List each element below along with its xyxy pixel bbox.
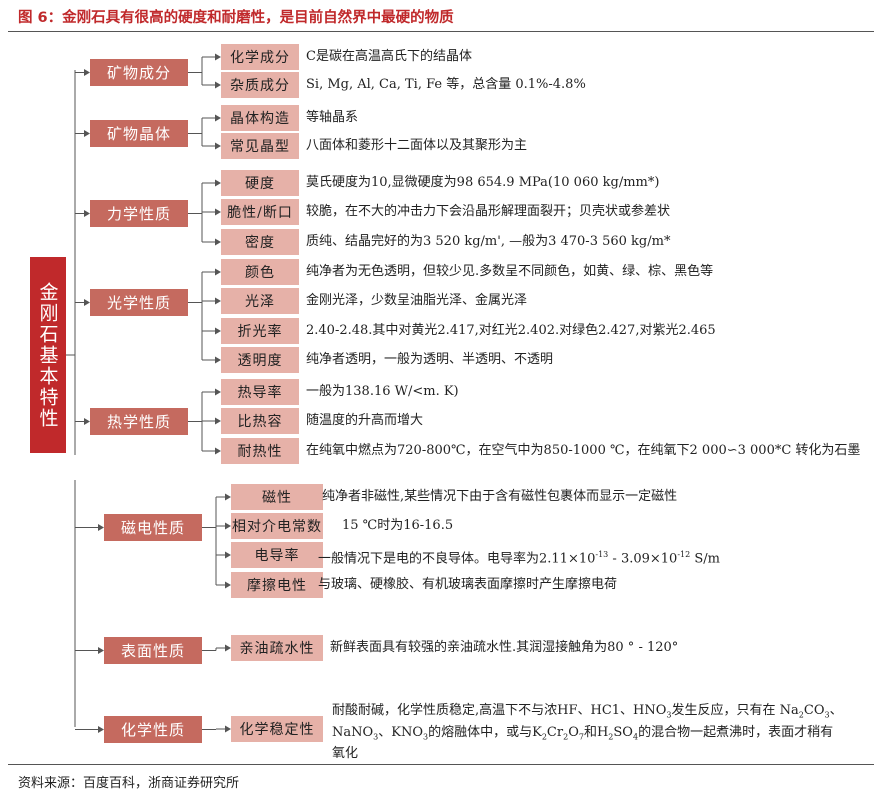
arrow-head — [98, 726, 104, 733]
category-node: 表面性质 — [104, 637, 202, 664]
arrow-head — [215, 53, 221, 61]
property-description: 质纯、结晶完好的为3 520 kg/m', —般为3 470-3 560 kg/… — [306, 234, 671, 249]
property-node: 晶体构造 — [221, 105, 299, 131]
property-description: 随温度的升高而增大 — [306, 413, 424, 428]
property-node: 密度 — [221, 229, 299, 255]
category-node: 化学性质 — [104, 716, 202, 743]
property-node: 硬度 — [221, 170, 299, 196]
property-node: 摩擦电性 — [231, 572, 323, 598]
figure-title: 图 6：金刚石具有很高的硬度和耐磨性，是目前自然界中最硬的物质 — [18, 10, 454, 26]
arrow-head — [215, 356, 221, 364]
arrow-head — [98, 647, 104, 654]
arrow-head — [225, 493, 231, 501]
property-node: 折光率 — [221, 318, 299, 344]
arrow-head — [225, 581, 231, 589]
arrow-head — [225, 644, 231, 652]
category-node: 磁电性质 — [104, 514, 202, 541]
property-node: 化学成分 — [221, 44, 299, 70]
property-description: 与玻璃、硬橡胶、有机玻璃表面摩擦时产生摩擦电荷 — [318, 577, 618, 592]
property-node: 比热容 — [221, 408, 299, 434]
property-node: 相对介电常数 — [231, 513, 323, 539]
root-node: 金刚石基本特性 — [30, 257, 66, 453]
property-description: 15 ℃时为16-16.5 — [342, 518, 454, 533]
arrow-head — [215, 238, 221, 246]
property-node: 常见晶型 — [221, 133, 299, 159]
property-node: 光泽 — [221, 288, 299, 314]
property-description: 八面体和菱形十二面体以及其聚形为主 — [306, 138, 528, 153]
property-description: 一般情况下是电的不良导体。电导率为2.11×10-13 - 3.09×10-12… — [318, 550, 720, 567]
property-node: 热导率 — [221, 379, 299, 405]
property-node: 透明度 — [221, 347, 299, 373]
property-description: 耐酸耐碱，化学性质稳定,高温下不与浓HF、HC1、HNO3发生反应，只有在 Na… — [332, 702, 874, 762]
arrow-head — [84, 130, 90, 137]
property-description: 纯净者为无色透明，但较少见.多数呈不同颜色，如黄、绿、棕、黑色等 — [306, 264, 714, 279]
property-description: 2.40-2.48.其中对黄光2.417,对红光2.402.对绿色2.427,对… — [306, 323, 716, 338]
arrow-head — [215, 388, 221, 396]
arrow-head — [215, 114, 221, 122]
property-description: 莫氏硬度为10,显微硬度为98 654.9 MPa(10 060 kg/mm*) — [306, 175, 660, 190]
arrow-head — [84, 69, 90, 76]
property-node: 电导率 — [231, 542, 323, 568]
property-description: 纯净者透明，一般为透明、半透明、不透明 — [306, 352, 554, 367]
property-node: 磁性 — [231, 484, 323, 510]
arrow-head — [215, 208, 221, 216]
property-description: C是碳在高温高氏下的结晶体 — [306, 49, 472, 64]
property-node: 颜色 — [221, 259, 299, 285]
property-description: 等轴晶系 — [306, 110, 359, 125]
arrow-head — [84, 418, 90, 425]
property-node: 脆性/断口 — [221, 199, 299, 225]
arrow-head — [98, 524, 104, 531]
category-node: 矿物晶体 — [90, 120, 188, 147]
arrow-head — [215, 81, 221, 89]
category-node: 力学性质 — [90, 200, 188, 227]
property-description: 纯净者非磁性,某些情况下由于含有磁性包裹体而显示一定磁性 — [322, 489, 678, 504]
description-line: 耐酸耐碱，化学性质稳定,高温下不与浓HF、HC1、HNO3发生反应，只有在 Na… — [332, 703, 843, 720]
property-description: 金刚光泽，少数呈油脂光泽、金属光泽 — [306, 293, 528, 308]
arrow-head — [84, 299, 90, 306]
property-node: 亲油疏水性 — [231, 635, 323, 661]
property-description: Si, Mg, Al, Ca, Ti, Fe 等，总含量 0.1%-4.8% — [306, 77, 586, 92]
arrow-head — [225, 551, 231, 559]
arrow-head — [215, 297, 221, 305]
top-rule — [8, 31, 874, 32]
arrow-head — [215, 327, 221, 335]
property-node: 杂质成分 — [221, 72, 299, 98]
arrow-head — [215, 417, 221, 425]
category-node: 光学性质 — [90, 289, 188, 316]
arrow-head — [215, 142, 221, 150]
arrow-head — [215, 447, 221, 455]
property-description: 较脆，在不大的冲击力下会沿晶形解理面裂开；贝壳状或参差状 — [306, 204, 671, 219]
property-description: 一般为138.16 W/<m. K) — [306, 384, 459, 399]
property-node: 化学稳定性 — [231, 716, 323, 742]
description-line: 氧化 — [332, 746, 359, 762]
source-note: 资料来源：百度百科，浙商证券研究所 — [18, 776, 240, 791]
property-node: 耐热性 — [221, 438, 299, 464]
description-line: NaNO3、KNO3的熔融体中，或与K2Cr2O7和H2SO4的混合物一起煮沸时… — [332, 724, 834, 742]
category-node: 热学性质 — [90, 408, 188, 435]
bottom-rule — [8, 764, 874, 765]
arrow-head — [225, 522, 231, 530]
property-description: 在纯氧中燃点为720-800℃，在空气中为850-1000 ℃，在纯氧下2 00… — [306, 443, 861, 458]
category-node: 矿物成分 — [90, 59, 188, 86]
arrow-head — [225, 725, 231, 733]
arrow-head — [215, 179, 221, 187]
property-description: 新鲜表面具有较强的亲油疏水性.其润湿接触角为80 ° - 120° — [330, 640, 679, 655]
arrow-head — [84, 210, 90, 217]
arrow-head — [215, 268, 221, 276]
